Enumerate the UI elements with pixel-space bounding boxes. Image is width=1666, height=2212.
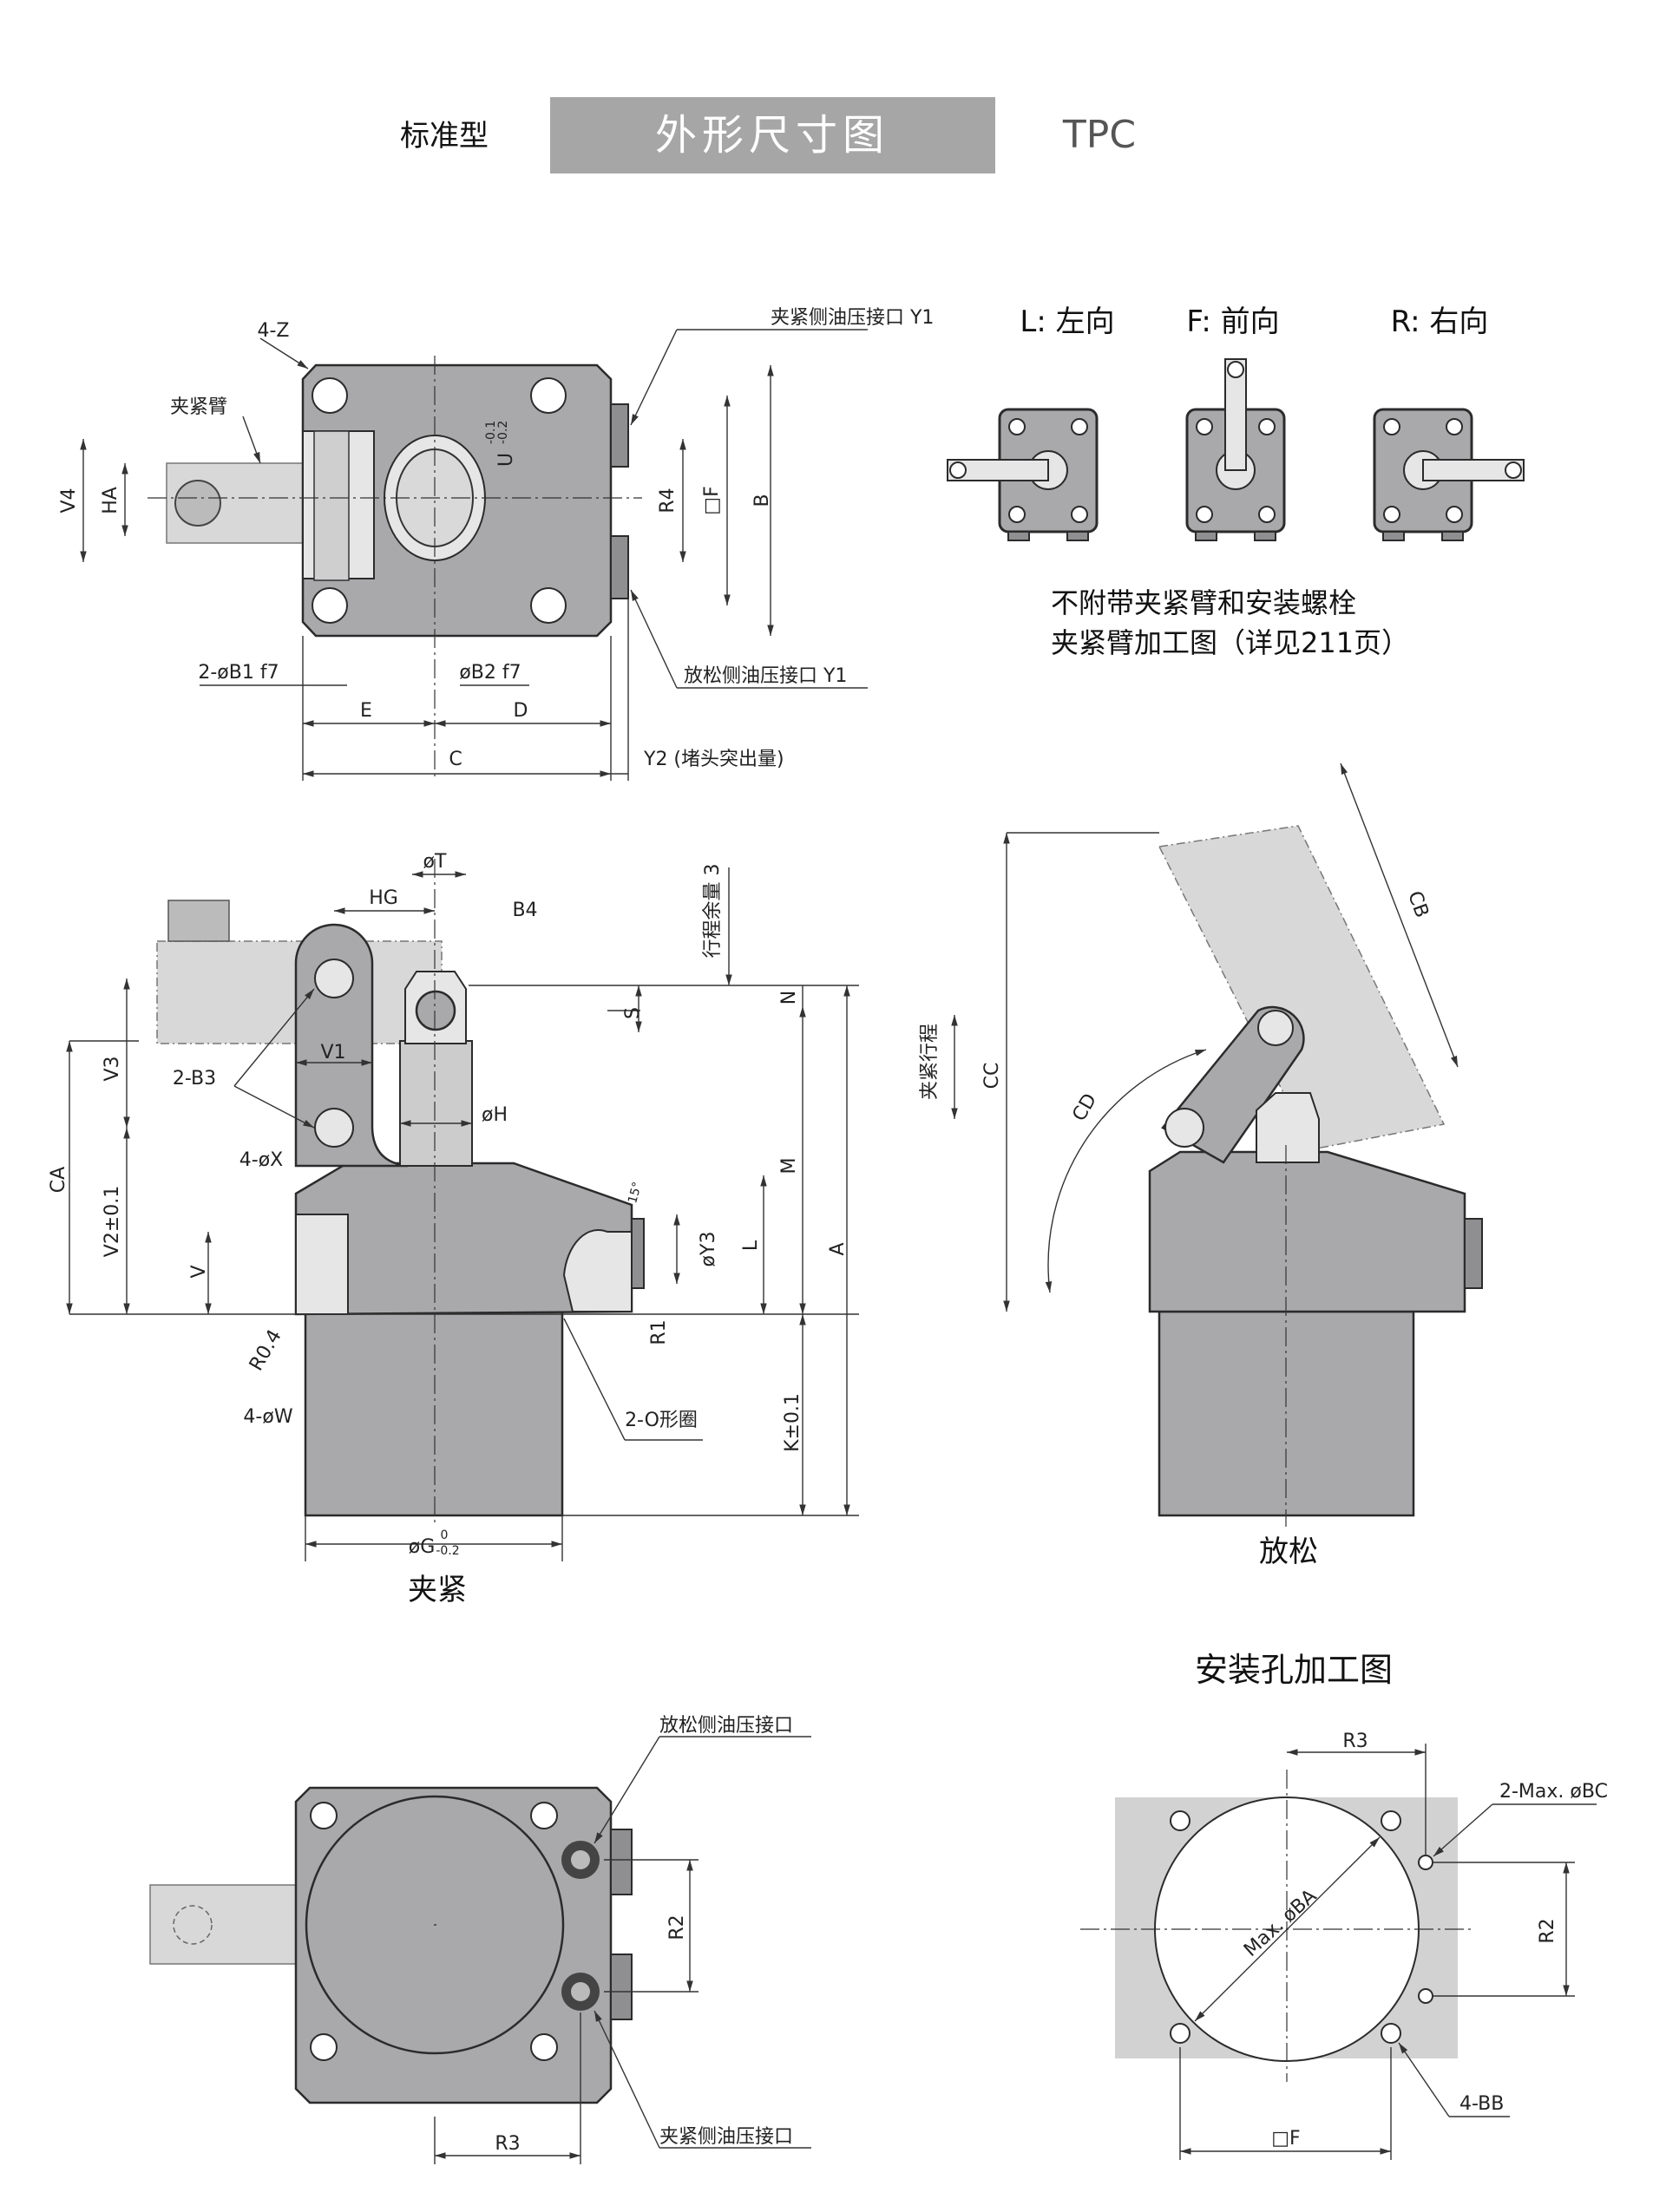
label-release-port-bottom: 放松侧油压接口 [659,1715,793,1737]
label-r4: R4 [657,488,679,513]
drawing-type: 标准型 [400,119,489,154]
label-c: C [449,749,462,770]
label-u-tol-lower: -0.2 [496,421,510,444]
front-orientation-icon [1185,358,1286,542]
label-l: L [740,1240,762,1251]
label-cc: CC [981,1063,1003,1090]
label-b1: 2-øB1 f7 [198,662,279,684]
label-r2-bottom: R2 [666,1914,688,1940]
label-clamp-stroke: 夹紧行程 [919,1024,941,1100]
label-r04: R0.4 [246,1326,286,1375]
title-bar [550,97,995,173]
label-v4: V4 [58,488,80,513]
label-cb: CB [1403,888,1433,920]
label-ha: HA [100,487,121,514]
label-oring: 2-O形圈 [625,1410,698,1431]
mount-hole-drawing: R3 2-Max. øBC Max. øBA R2 □F 4-BB [1080,1731,1608,2160]
label-stroke-margin: 行程余量 3 [702,864,724,959]
label-b3: 2-B3 [173,1068,216,1090]
label-x: 4-øX [239,1149,283,1171]
right-orientation-icon [1373,408,1525,542]
label-m: M [778,1158,800,1175]
label-f-mount: □F [1271,2128,1300,2150]
orientation-views: L: 左向 F: 前向 R: 右向 不附带夹紧臂和安装螺栓 夹紧臂加工图（详见2… [947,304,1525,659]
label-g-tol-upper: 0 [441,1528,449,1542]
front-view-clamped: øT HG B4 行程余量 3 N S V1 2-B3 V3 CA øH 4-ø… [48,851,859,1607]
label-r3-mount: R3 [1342,1731,1368,1752]
label-t: øT [423,851,447,873]
label-w: 4-øW [243,1406,292,1428]
label-4-z: 4-Z [257,320,289,342]
label-h: øH [482,1104,508,1126]
label-s: S [622,1007,644,1019]
label-bb: 4-BB [1459,2093,1504,2115]
label-e: E [360,700,372,722]
left-orientation-icon [947,408,1099,542]
label-d: D [514,700,528,722]
label-r2-mount: R2 [1537,1918,1558,1943]
orientation-right: R: 右向 [1391,304,1489,339]
side-view-released: 夹紧行程 CC CD CB 放松 [919,762,1483,1569]
label-u: U [495,453,517,467]
label-n: N [778,991,800,1005]
label-g-tol-lower: -0.2 [436,1544,459,1558]
label-ca: CA [48,1167,69,1193]
label-a: A [827,1242,849,1255]
label-v: V [188,1265,210,1278]
label-r1: R1 [648,1319,670,1345]
label-v2: V2±0.1 [102,1186,123,1257]
label-release-port: 放松侧油压接口 Y1 [684,665,847,687]
bottom-view: 放松侧油压接口 R2 R3 夹紧侧油压接口 [149,1715,811,2164]
orientation-front: F: 前向 [1186,304,1279,339]
mount-title: 安装孔加工图 [1195,1651,1393,1689]
label-clamp-port-bottom: 夹紧侧油压接口 [659,2126,793,2148]
label-b: B [751,494,773,507]
label-b4: B4 [512,900,537,921]
label-k: K±0.1 [782,1393,803,1452]
label-square-f: □F [701,486,723,514]
label-cd: CD [1068,1090,1101,1125]
top-view: 4-Z 夹紧臂 夹紧侧油压接口 Y1 V4 HA U -0.1 -0.2 R4 … [58,307,934,781]
label-y2: Y2 (堵头突出量) [643,749,784,770]
caption-released: 放松 [1259,1535,1318,1569]
label-y3: øY3 [698,1232,719,1267]
label-g: øG [409,1536,436,1558]
label-clamp-port: 夹紧侧油压接口 Y1 [771,307,934,329]
orientation-left: L: 左向 [1020,304,1114,339]
label-bc: 2-Max. øBC [1499,1781,1608,1803]
model-code: TPC [1062,113,1136,157]
label-u-tol-upper: -0.1 [484,421,498,444]
label-b2: øB2 f7 [459,662,521,684]
page-title: 外形尺寸图 [655,111,889,160]
label-v3: V3 [102,1056,123,1081]
label-clamp-arm: 夹紧臂 [170,396,227,418]
label-r3-bottom: R3 [495,2133,520,2155]
label-hg: HG [369,887,398,909]
note-line-1: 不附带夹紧臂和安装螺栓 [1051,586,1356,619]
label-v1: V1 [320,1042,345,1063]
label-angle: 15° [626,1181,645,1205]
note-line-2: 夹紧臂加工图（详见211页） [1051,626,1409,659]
caption-clamped: 夹紧 [408,1573,467,1607]
